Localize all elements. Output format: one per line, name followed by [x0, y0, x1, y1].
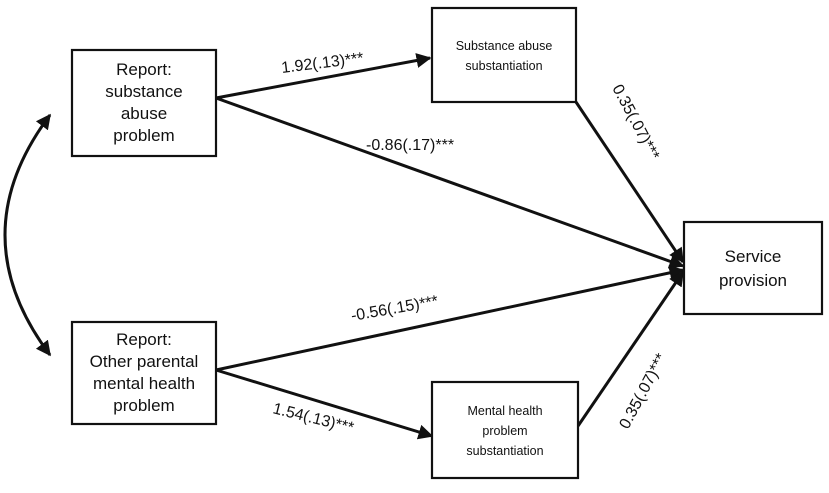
node-label-line: provision [719, 271, 787, 290]
node-label-line: problem [113, 396, 174, 415]
node-label-line: Service [725, 247, 782, 266]
edge-mh-to-sub [215, 368, 434, 440]
edge-sa-to-sub [215, 53, 432, 100]
node-label-line: problem [482, 424, 527, 438]
node-label-line: Mental health [467, 404, 542, 418]
edge-sasub-to-service [574, 101, 685, 264]
node-label-line: abuse [121, 104, 167, 123]
node-label-line: Substance abuse [456, 39, 553, 53]
node-label-line: Other parental [90, 352, 199, 371]
node-label-line: Report: [116, 60, 172, 79]
node-report-substance-abuse: Report: substance abuse problem [70, 48, 218, 158]
edges [3, 53, 685, 440]
node-report-mental-health: Report: Other parental mental health pro… [70, 320, 218, 426]
node-mental-health-substantiation: Mental health problem substantiation [430, 380, 580, 480]
coef-mh-to-service: -0.56(.15)*** [350, 293, 440, 325]
edge-mh-to-service [215, 265, 685, 372]
node-service-provision: Service provision [682, 220, 824, 316]
coef-mhsub-to-service: 0.35(.07)*** [617, 351, 671, 432]
node-label-line: substantiation [466, 444, 543, 458]
covariance-arrow [3, 113, 52, 357]
node-label-line: substance [105, 82, 183, 101]
coef-sa-to-service: -0.86(.17)*** [366, 137, 454, 154]
node-label-line: mental health [93, 374, 195, 393]
node-label-line: Report: [116, 330, 172, 349]
edge-sa-to-service [215, 96, 685, 269]
coef-sasub-to-service: 0.35(.07)*** [608, 82, 662, 163]
coef-mh-to-sub: 1.54(.13)*** [271, 400, 355, 437]
node-label-line: substantiation [465, 59, 542, 73]
node-substance-abuse-substantiation: Substance abuse substantiation [430, 6, 578, 104]
edge-mhsub-to-service [576, 270, 685, 427]
node-label-line: problem [113, 126, 174, 145]
